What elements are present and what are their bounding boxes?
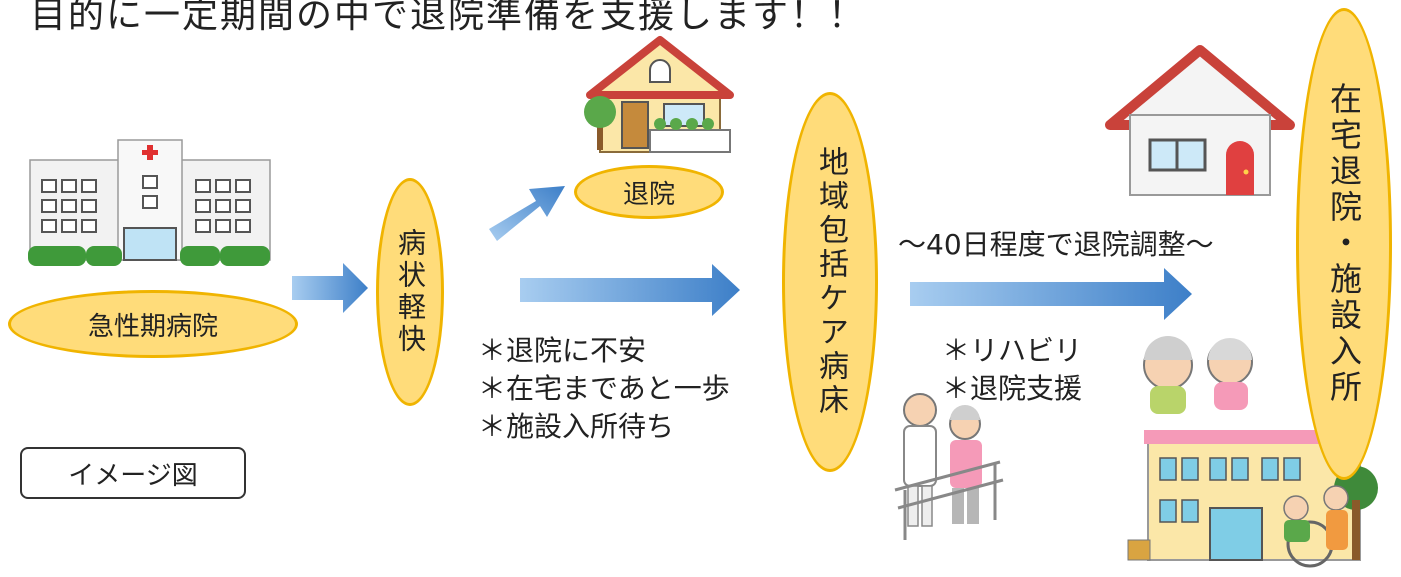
page-title: 目的に一定期間の中で退院準備を支援します！！ [30, 0, 867, 36]
duration-note: ～40日程度で退院調整～ [898, 228, 1214, 261]
node-acute-hospital: 急性期病院 [8, 290, 298, 358]
node-condition-improved-label: 病状軽快 [394, 228, 427, 356]
arrow-improve-to-discharge [489, 186, 565, 241]
note-item: ＊在宅まであと一歩 [478, 372, 730, 405]
note-item: ＊退院に不安 [478, 334, 647, 367]
node-home-or-facility-label: 在宅退院・施設入所 [1325, 82, 1363, 406]
node-condition-improved: 病状軽快 [376, 178, 444, 406]
note-item: ＊リハビリ [942, 334, 1083, 367]
rehab-nurse-illustration [894, 393, 1004, 540]
hospital-illustration [28, 139, 271, 266]
node-home-or-facility: 在宅退院・施設入所 [1296, 8, 1392, 480]
node-discharge: 退院 [574, 165, 724, 219]
note-item: ＊施設入所待ち [478, 410, 675, 443]
arrow-ward-to-home [910, 268, 1192, 320]
small-house-illustration [584, 36, 734, 153]
notes-right: ＊リハビリ ＊退院支援 [942, 332, 1082, 408]
arrow-acute-to-improve [292, 263, 368, 313]
legend-image-label: イメージ図 [20, 447, 246, 499]
elderly-couple-illustration [1143, 336, 1253, 414]
arrow-improve-to-ward [520, 264, 740, 316]
house-illustration [1105, 45, 1295, 196]
node-community-care-ward-label: 地域包括ケア病床 [813, 146, 848, 418]
note-item: ＊退院支援 [942, 372, 1083, 405]
notes-middle: ＊退院に不安 ＊在宅まであと一歩 ＊施設入所待ち [478, 332, 730, 446]
care-facility-illustration [1127, 430, 1378, 568]
node-community-care-ward: 地域包括ケア病床 [782, 92, 878, 472]
